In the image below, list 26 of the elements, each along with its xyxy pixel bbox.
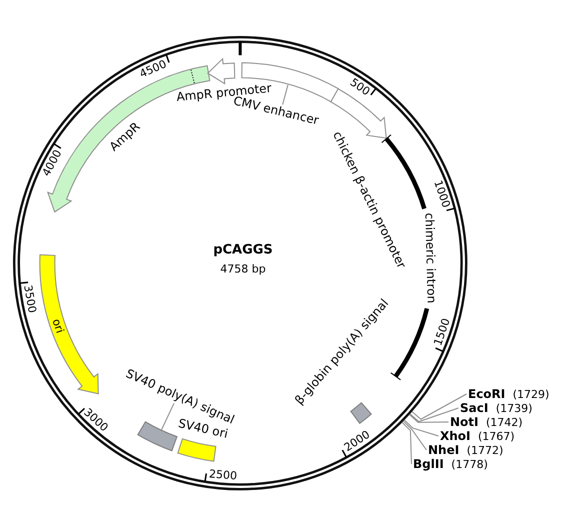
restriction-site-label: SacI (1739)	[460, 402, 532, 414]
leader-line	[402, 422, 412, 464]
plasmid-length: 4758 bp	[220, 262, 266, 276]
tick-label: 4000	[40, 147, 64, 178]
tick-label: 1500	[430, 316, 452, 348]
restriction-site-label: NheI (1772)	[428, 444, 504, 456]
tick-label: 2500	[208, 468, 238, 483]
feature-segment	[137, 421, 178, 452]
restriction-site-label: NotI (1742)	[450, 416, 523, 428]
leader-line	[412, 394, 467, 420]
tick-label: 3500	[21, 284, 39, 314]
plasmid-name: pCAGGS	[213, 242, 273, 258]
tick-label: 500	[347, 76, 372, 98]
feature-label: ori	[50, 316, 66, 335]
restriction-site-label: XhoI (1767)	[440, 430, 515, 442]
tick-label: 1000	[430, 178, 452, 210]
leader-line	[282, 84, 288, 106]
leader-line	[404, 420, 439, 436]
restriction-site-label: EcoRI (1729)	[468, 388, 550, 400]
restriction-site-label: BglII (1778)	[413, 458, 488, 470]
leader-line	[160, 402, 174, 430]
leader-line	[410, 408, 459, 422]
tick-label: 4500	[138, 56, 168, 80]
leader-line	[402, 420, 427, 450]
leader-line	[408, 414, 449, 423]
feature-label: chimeric intron	[422, 212, 438, 304]
